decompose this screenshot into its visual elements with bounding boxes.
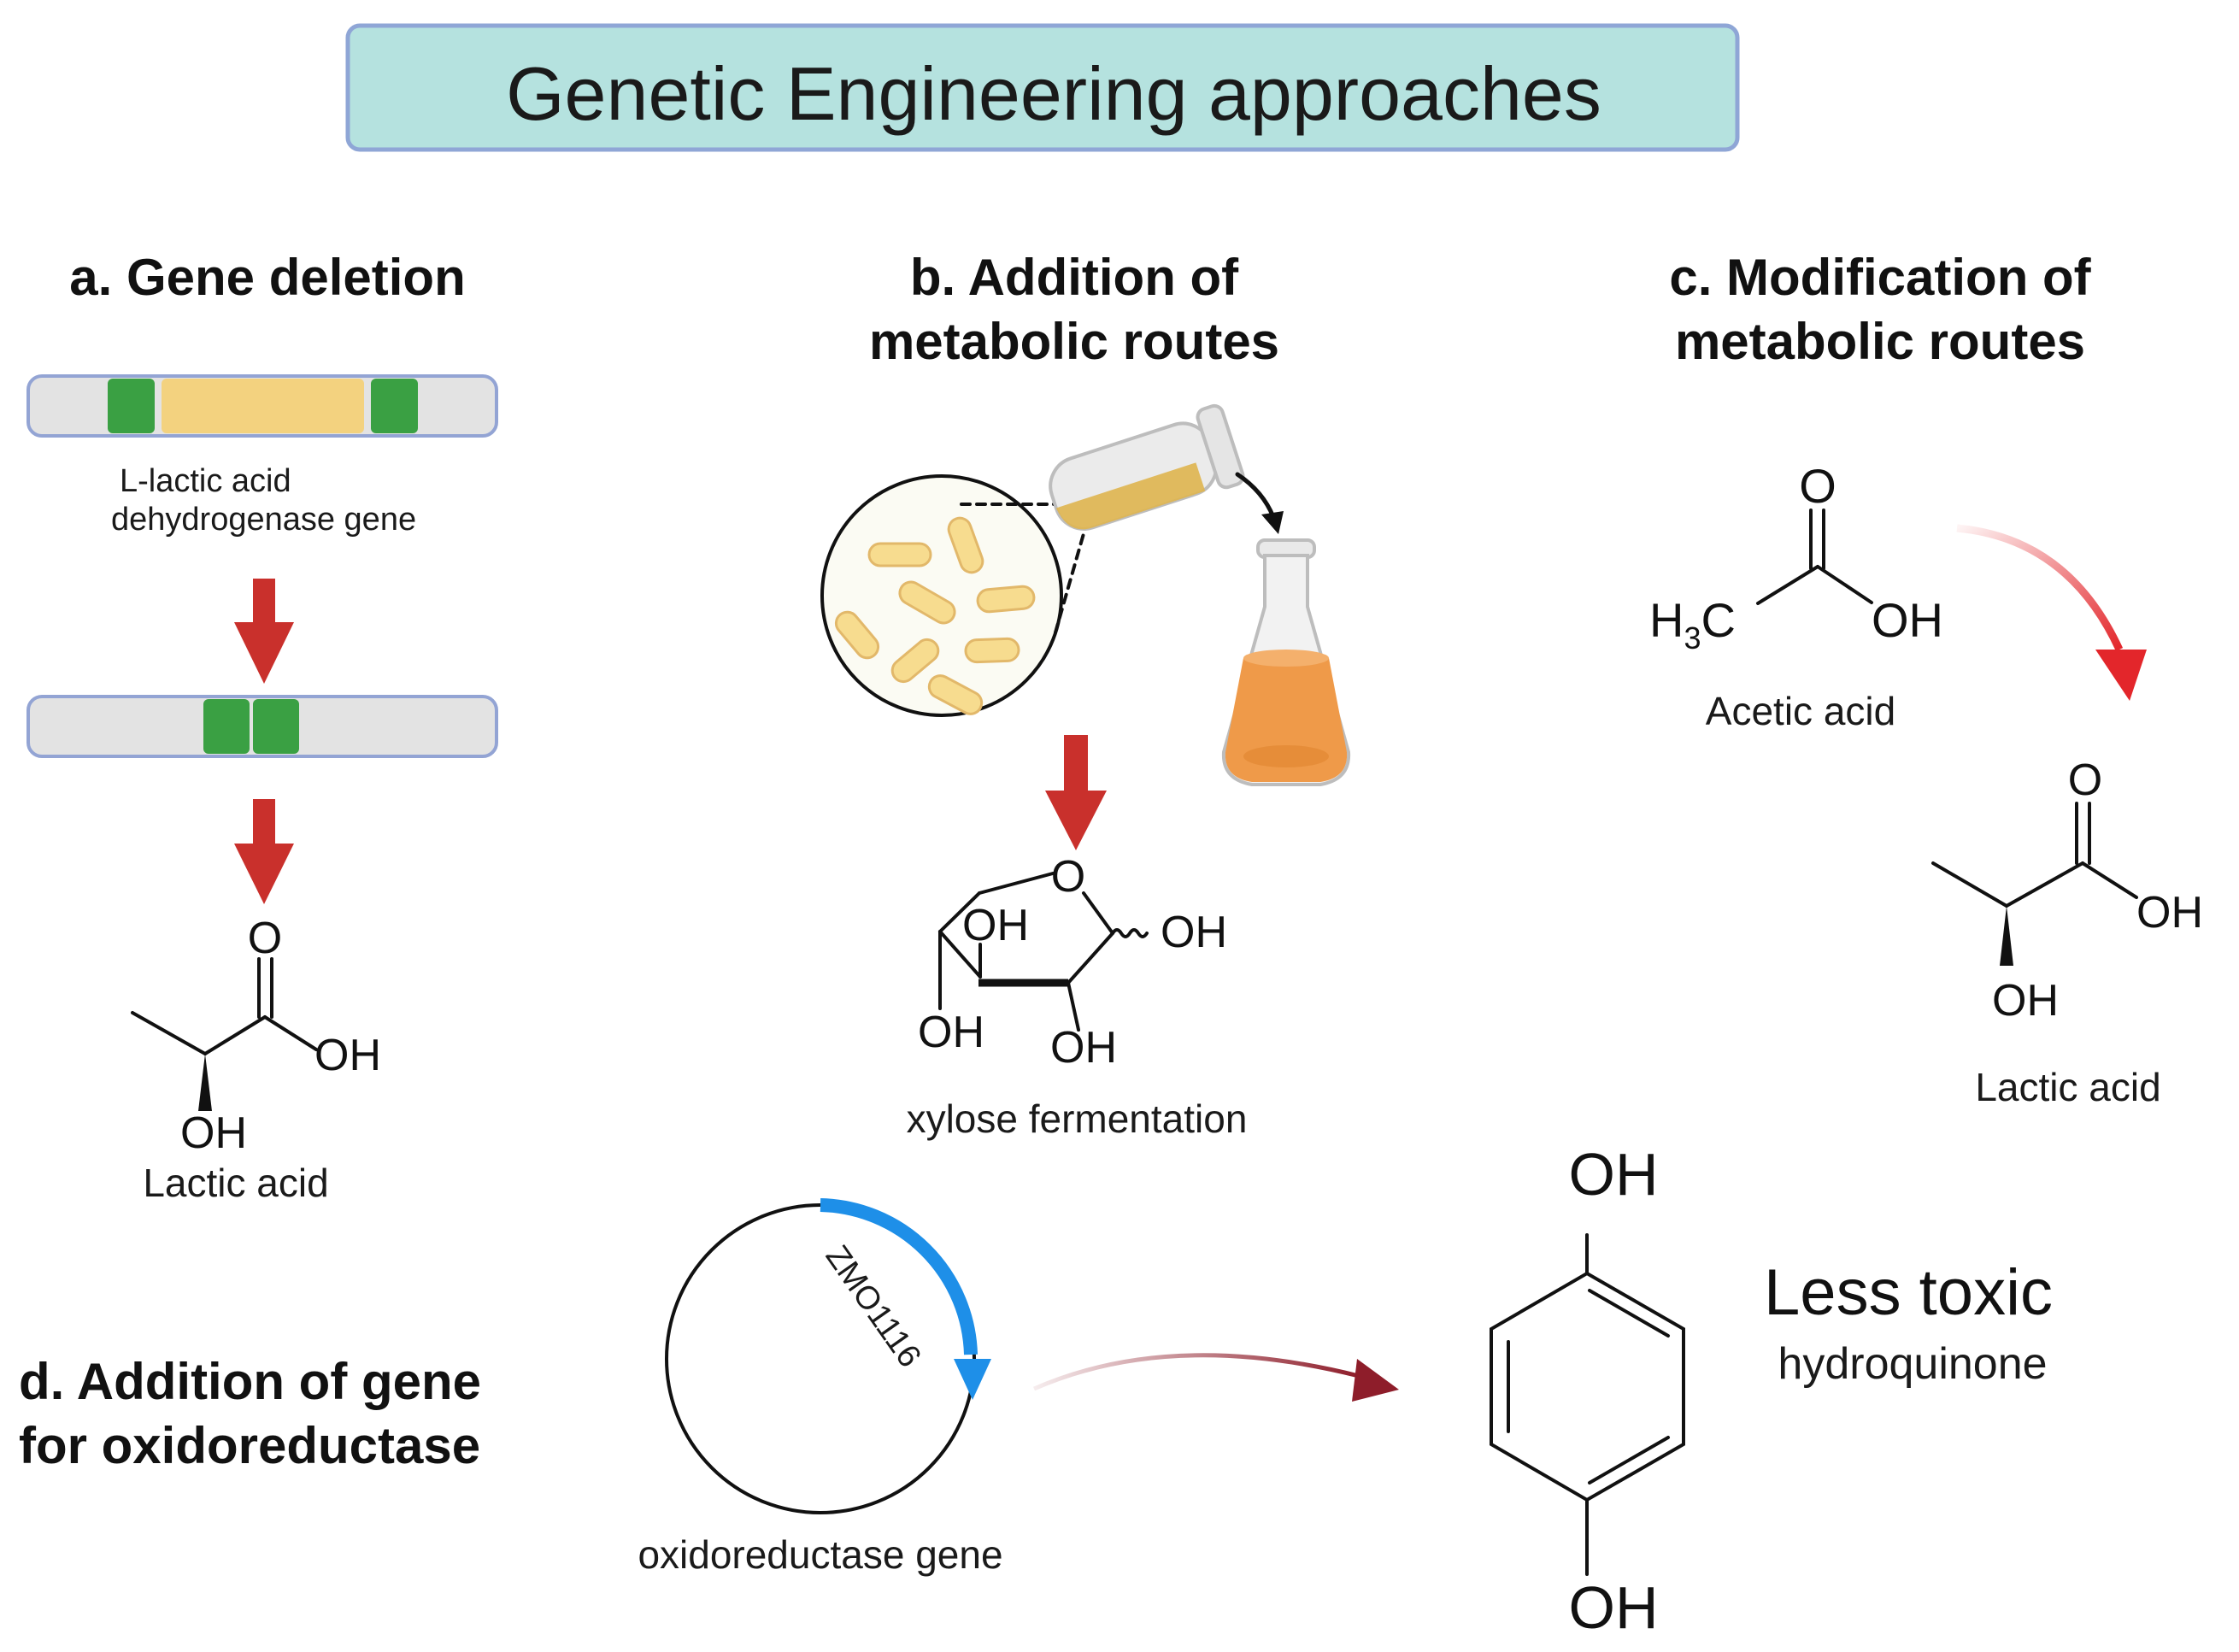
pouring-flask-icon bbox=[1049, 403, 1245, 531]
erlenmeyer-flask-icon bbox=[1221, 538, 1351, 786]
maroon-arrow bbox=[1032, 1353, 1360, 1391]
panel-d-heading-line2: for oxidoreductase bbox=[19, 1417, 480, 1474]
xylose-oh-bottom-right: OH bbox=[1050, 1023, 1117, 1073]
xylose-oh-bottom-left: OH bbox=[918, 1008, 984, 1057]
panel-c-heading-line2: metabolic routes bbox=[1675, 313, 2085, 370]
acetic-h: H bbox=[1649, 593, 1684, 647]
panel-b-heading-line2: metabolic routes bbox=[869, 313, 1279, 370]
gene-label-line2: dehydrogenase gene bbox=[111, 502, 416, 538]
acetic-o: O bbox=[1799, 459, 1836, 513]
acetic-sub: 3 bbox=[1684, 620, 1701, 656]
panel-b-heading-line1: b. Addition of bbox=[910, 249, 1239, 306]
curved-arrow-red-head bbox=[2095, 650, 2147, 701]
acetic-h3c: H3C bbox=[1649, 593, 1736, 656]
red-arrow-down-1 bbox=[234, 579, 294, 684]
result-compound: hydroquinone bbox=[1778, 1339, 2047, 1389]
lactic-oh-acid-c: OH bbox=[2136, 888, 2203, 938]
plasmid-gene-arrowhead bbox=[954, 1359, 991, 1400]
plasmid-label: oxidoreductase gene bbox=[638, 1532, 1002, 1577]
hydroquinone-oh-top: OH bbox=[1569, 1141, 1659, 1208]
xylose-structure: O OH OH OH OH bbox=[918, 852, 1227, 1073]
red-arrow-down-3 bbox=[1045, 735, 1107, 850]
panel-c-heading-line1: c. Modification of bbox=[1669, 249, 2091, 306]
page-title: Genetic Engineering approaches bbox=[506, 51, 1601, 136]
flank-green-merged-right bbox=[253, 699, 299, 754]
maroon-arrow-head bbox=[1352, 1359, 1399, 1402]
panel-oxidoreductase: d. Addition of gene for oxidoreductase Z… bbox=[19, 1141, 2053, 1641]
lactic-oh-alpha-c: OH bbox=[1992, 976, 2059, 1026]
panel-a-heading: a. Gene deletion bbox=[69, 249, 465, 306]
product-label-c: Lactic acid bbox=[1975, 1065, 2160, 1109]
panel-d-heading-line1: d. Addition of gene bbox=[19, 1353, 481, 1410]
pour-arrow bbox=[1235, 472, 1276, 520]
panel-gene-deletion: a. Gene deletion L-lactic acid dehydroge… bbox=[26, 249, 498, 1205]
plasmid-icon: ZMO1116 bbox=[665, 1198, 991, 1514]
pour-arrow-head bbox=[1261, 511, 1284, 534]
zoom-line-bottom bbox=[1054, 511, 1091, 634]
substrate-label-c: Acetic acid bbox=[1706, 689, 1895, 733]
acetic-c: C bbox=[1701, 593, 1735, 647]
lactic-acid-structure-c: O OH OH bbox=[1931, 755, 2203, 1026]
hydroquinone-oh-bottom: OH bbox=[1569, 1574, 1659, 1641]
xylose-oh-anomeric: OH bbox=[1161, 908, 1227, 957]
flank-green-right bbox=[371, 379, 418, 433]
panel-modification-routes: c. Modification of metabolic routes O H3… bbox=[1649, 249, 2203, 1109]
curved-arrow-red bbox=[1956, 524, 2124, 651]
ldh-gene-segment bbox=[162, 379, 364, 433]
gene-bar-deleted bbox=[26, 695, 498, 758]
flank-green-left bbox=[108, 379, 155, 433]
acetic-oh: OH bbox=[1872, 593, 1943, 647]
acetic-acid-structure: O H3C OH bbox=[1649, 459, 1943, 656]
product-label-a: Lactic acid bbox=[143, 1161, 328, 1205]
bacteria-magnified-circle bbox=[820, 474, 1063, 717]
red-arrow-down-2 bbox=[234, 799, 294, 904]
lactic-acid-structure-a: O OH OH bbox=[131, 914, 381, 1158]
panel-addition-routes: b. Addition of metabolic routes bbox=[820, 249, 1351, 1141]
gene-bar-original bbox=[26, 374, 498, 438]
product-label-b: xylose fermentation bbox=[907, 1096, 1248, 1141]
result-title: Less toxic bbox=[1764, 1256, 2053, 1329]
plasmid-gene-arc bbox=[820, 1198, 978, 1355]
xylose-oh-ring-top: OH bbox=[962, 901, 1029, 950]
gene-label-line1: L-lactic acid bbox=[120, 463, 291, 499]
plasmid-gene-name: ZMO1116 bbox=[819, 1239, 928, 1374]
flank-green-merged-left bbox=[203, 699, 250, 754]
atom-o-a: O bbox=[248, 914, 282, 963]
title-banner: Genetic Engineering approaches bbox=[345, 23, 1740, 152]
hydroquinone-structure: OH OH bbox=[1490, 1141, 1685, 1641]
xylose-ring-o: O bbox=[1051, 852, 1085, 902]
atom-oh-acid-a: OH bbox=[314, 1031, 381, 1080]
atom-oh-alpha-a: OH bbox=[180, 1108, 247, 1158]
lactic-o-c: O bbox=[2068, 755, 2102, 805]
